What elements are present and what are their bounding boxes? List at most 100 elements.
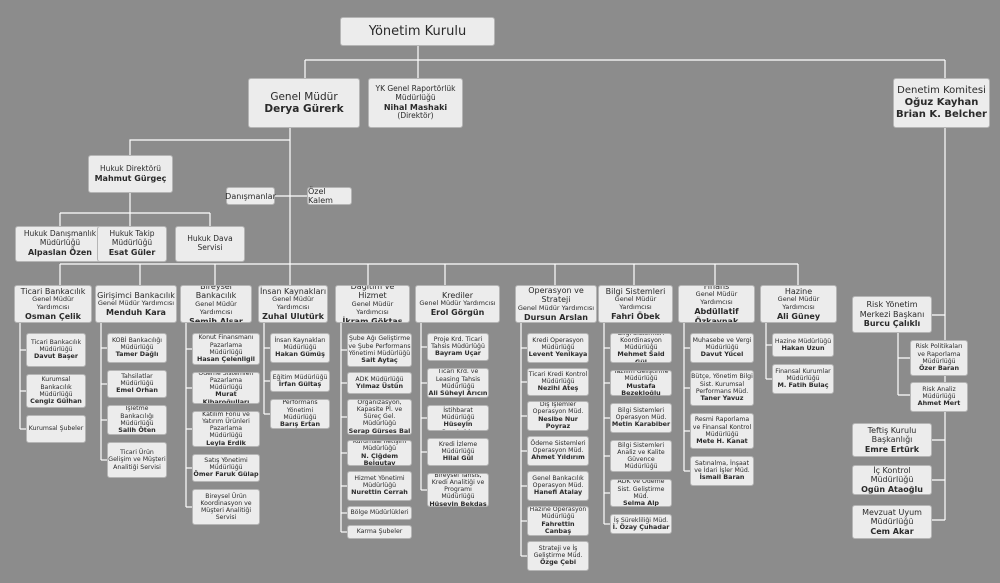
unit-title: ADK ve Ödeme Sist. Geliştirme Müd. [617,479,665,500]
legal-unit-name: Esat Güler [108,248,156,258]
division-subtitle: Genel Müdür Yardımcısı [517,303,595,312]
division-title: İnsan Kaynakları [259,286,327,296]
unit-name: Özge Çebi [539,558,577,567]
unit-title: Ticari Kredi Kontrol Müdürlüğü [528,371,588,386]
reporting-role: (Direktör) [397,111,434,121]
unit-name: Ömer Faruk Gülap [193,470,259,479]
division-head-name: İkram Göktaş [342,316,403,323]
division-title: Krediler [441,290,473,300]
unit-name: Hakan Uzun [781,343,825,352]
division-head-name: Erol Görgün [430,307,485,317]
risk-center-title: Risk Yönetim Merkezi Başkanı [859,300,925,319]
unit-title: Finansal Kurumlar Müdürlüğü [775,368,831,383]
unit-name: Davut Başer [33,352,79,361]
unit-title: Strateji ve İş Geliştirme Müd. [533,545,583,560]
unit-box: ADK ve Ödeme Sist. Geliştirme Müd.Selma … [610,479,672,507]
unit-title: Resmi Raporlama ve Finansal Kontrol Müdü… [692,416,752,438]
unit-name: Yılmaz Üstün [355,381,404,390]
unit-name: M. Fatih Bulaç [777,381,829,390]
legal-director-box: Hukuk Direktörü Mahmut Gürgeç [88,155,173,193]
unit-name: Hüseyin Bekdaş [429,499,487,507]
risk-unit-title: Risk Politikaları ve Raporlama Müdürlüğü [915,343,963,365]
unit-box: Ticari Ürün Gelişim ve Müşteri Analitiği… [107,442,167,478]
reporting-box: YK Genel Raportörlük Müdürlüğü Nihal Mas… [368,78,463,128]
unit-title: Karma Şubeler [356,528,403,536]
legal-unit-title: Hukuk Dava Servisi [187,234,233,252]
division-subtitle: Genel Müdür Yardımcısı [32,295,74,311]
audit-unit-name: Cem Akar [870,526,914,536]
division-head-name: Zuhal Ulutürk [262,311,324,321]
unit-title: Ticari Krd. ve Leasing Tahsis Müdürlüğü [435,368,481,390]
reporting-title: YK Genel Raportörlük Müdürlüğü [375,84,456,102]
division-head-name: Menduh Kara [106,307,166,317]
unit-name: Hanefi Atalay [533,488,583,497]
unit-name: Emel Orhan [116,386,158,395]
unit-title: Bireysel Ürün Koordinasyon ve Müşteri An… [200,492,252,522]
unit-name: İsmail Baran [699,473,745,482]
risk-unit-title: Risk Analiz Müdürlüğü [922,386,956,401]
unit-name: Sait Aytaç [361,356,398,364]
unit-box: Strateji ve İş Geliştirme Müd.Özge Çebi [527,541,589,571]
unit-box: Şube Ağı Geliştirme ve Şube Performans Y… [347,333,412,367]
unit-title: İş Sürekliliği Müd. [613,516,669,524]
unit-title: Katılım Fonu ve Yatırım Ürünleri Pazarla… [202,411,250,440]
unit-name: N. Çiğdem Belgutay [360,451,399,466]
unit-name: Mustafa Bezekloğlu [621,381,661,396]
division-title: Girişimci Bankacılık [97,290,175,300]
legal-unit-box: Hukuk Dava Servisi [175,226,245,262]
unit-name: Metin Karabiber [611,420,671,429]
division-title: Ticari Bankacılık [20,286,86,296]
legal-director-title: Hukuk Direktörü [99,163,162,173]
unit-box: Satınalma, İnşaat ve İdari İşler Müd.İsm… [690,456,754,486]
division-head-name: Semih Alşar [189,316,243,323]
unit-name: Nesibe Nur Poyraz [538,414,578,431]
unit-title: Konut Finansmanı Pazarlama Müdürlüğü [198,334,254,356]
unit-name: Hilal Gül [442,454,474,463]
audit-unit-title: Mevzuat Uyum Müdürlüğü [862,507,922,527]
unit-name: Hakan Gümüş [275,350,325,359]
unit-name: Hasan Çelenligil [197,355,255,363]
audit-committee-box: Denetim Komitesi Oğuz Kayhan Brian K. Be… [893,78,990,128]
division-title: Hazine [784,286,813,296]
unit-title: Satış Yönetimi Müdürlüğü [204,457,248,472]
unit-name: Hüseyin Çemtekin [441,420,475,430]
unit-title: Kurumsal İletişim Müdürlüğü [352,440,407,453]
division-title: Bilgi Sistemleri [605,286,666,296]
division-subtitle: Genel Müdür Yardımcısı [195,299,237,316]
unit-title: Kredi İzleme Müdürlüğü [438,441,478,456]
division-subtitle: Genel Müdür Yardımcısı [777,295,820,311]
unit-title: Bilgi Sistemleri Operasyon Müd. [615,407,667,422]
unit-title: Muhasebe ve Vergi Müdürlüğü [692,337,752,352]
unit-box: İş Sürekliliği Müd.İ. Özay Çuhadar [610,514,672,534]
unit-title: Kredi Operasyon Müdürlüğü [532,337,584,352]
unit-title: Bütçe, Yönetim Bilgi Sist. Kurumsal Perf… [691,373,753,395]
unit-title: İnsan Kaynakları Müdürlüğü [274,337,326,352]
division-head-name: Ali Güney [776,311,821,321]
risk-center-box: Risk Yönetim Merkezi Başkanı Burcu Çalık… [852,296,932,333]
unit-title: ADK Müdürlüğü [355,375,404,383]
unit-box: Dış İşlemler Operasyon Müd.Nesibe Nur Po… [527,401,589,431]
audit-unit-title: Teftiş Kurulu Başkanlığı [867,425,917,445]
division-subtitle: Genel Müdür Yardımcısı [351,299,394,316]
unit-title: Performans Yönetimi Müdürlüğü [282,399,318,421]
unit-name: Ahmet Yıldırım [531,453,585,462]
